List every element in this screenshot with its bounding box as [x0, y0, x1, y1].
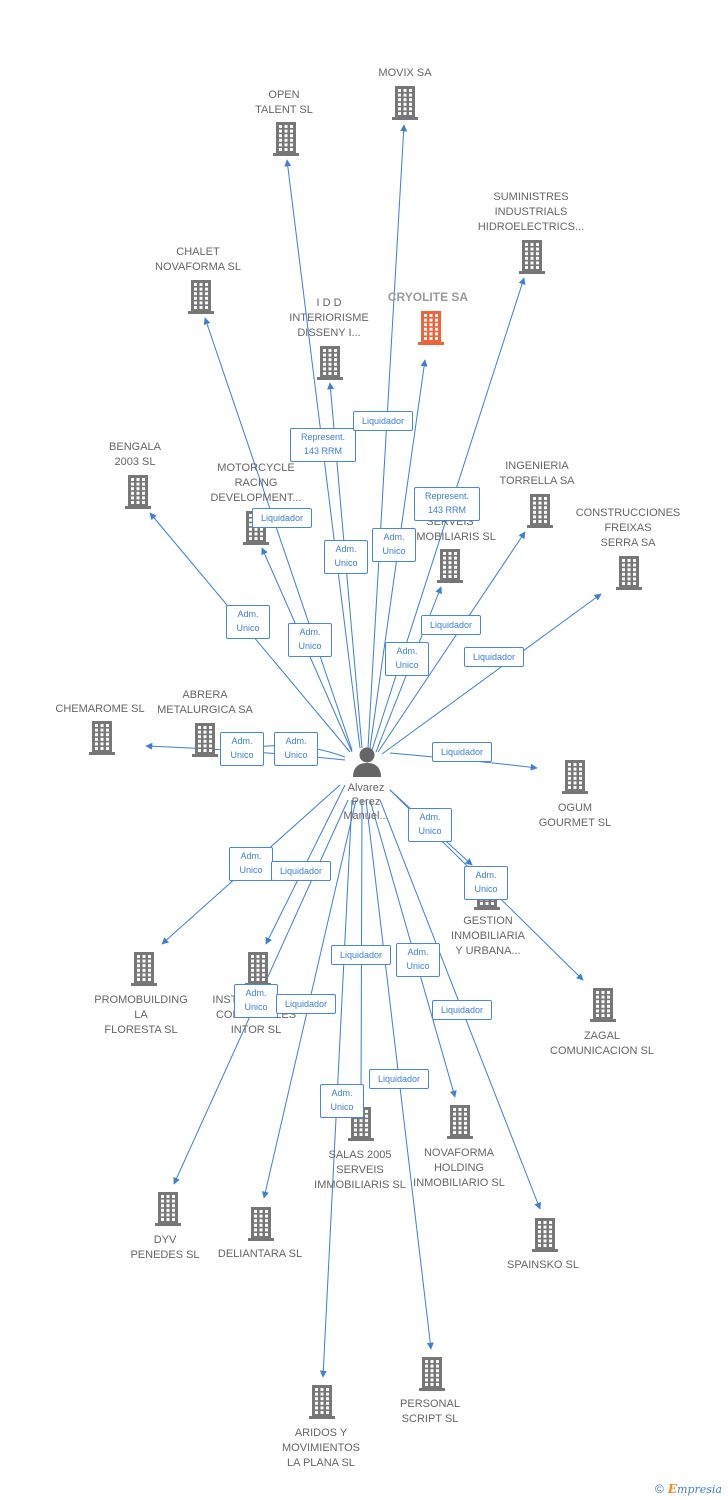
node-label-personal_script[interactable]: PERSONAL SCRIPT SL	[400, 1398, 460, 1425]
building-icon-chalet[interactable]	[188, 280, 214, 314]
node-label-chemarome[interactable]: CHEMAROME SL	[55, 703, 145, 715]
building-icon-construcciones[interactable]	[616, 556, 642, 590]
node-label-spainsko[interactable]: SPAINSKO SL	[507, 1259, 579, 1271]
edge-label-ogum: Liquidador	[432, 742, 492, 762]
node-label-open_talent[interactable]: OPEN TALENT SL	[255, 89, 313, 116]
edge-label-spainsko: Liquidador	[432, 1000, 492, 1020]
edge-label-novaforma: Adm. Unico	[396, 943, 440, 977]
edge-label-open_talent: Adm. Unico	[372, 528, 416, 562]
building-icon-masts[interactable]	[437, 549, 463, 583]
edge-label-cryolite: Liquidador	[353, 411, 413, 431]
edge-label-salas: Liquidador	[331, 945, 391, 965]
building-icon-bengala[interactable]	[125, 475, 151, 509]
building-icon-ingenieria[interactable]	[527, 494, 553, 528]
node-label-construcciones[interactable]: CONSTRUCCIONES FREIXAS SERRA SA	[575, 507, 681, 549]
building-icon-dyv[interactable]	[155, 1192, 181, 1226]
edge-label-dyv: Adm. Unico	[234, 984, 278, 1018]
building-icon-promobuilding[interactable]	[131, 952, 157, 986]
edge-label-bengala: Adm. Unico	[226, 605, 270, 639]
edge-label-movix: Adm. Unico	[324, 540, 368, 574]
node-label-idd[interactable]: I D D INTERIORISME DISSENY I...	[289, 297, 369, 339]
node-label-dyv[interactable]: DYV PENEDES SL	[130, 1234, 200, 1261]
node-label-cryolite[interactable]: CRYOLITE SA	[387, 290, 469, 304]
building-icon-aridos[interactable]	[309, 1385, 335, 1419]
node-label-bengala[interactable]: BENGALA 2003 SL	[109, 441, 161, 468]
node-label-novaforma_holding[interactable]: NOVAFORMA HOLDING INMOBILIARIO SL	[413, 1147, 505, 1189]
building-icon-intor[interactable]	[245, 952, 271, 986]
edge-line-chalet	[203, 317, 353, 751]
building-icon-personal_script[interactable]	[419, 1357, 445, 1391]
edge-label-idd: Represent. 143 RRM	[290, 428, 356, 462]
node-label-gestion[interactable]: GESTION INMOBILIARIA Y URBANA...	[451, 915, 525, 957]
edge-label-ingenieria: Liquidador	[421, 615, 481, 635]
node-label-suministres[interactable]: SUMINISTRES INDUSTRIALS HIDROELECTRICS..…	[477, 191, 585, 233]
edge-label-masts: Adm. Unico	[385, 642, 429, 676]
edge-label-aridos: Adm. Unico	[320, 1084, 364, 1118]
person-name[interactable]: Alvarez Perez Manuel...	[343, 782, 389, 822]
node-label-deliantara[interactable]: DELIANTARA SL	[217, 1248, 303, 1260]
edge-line-construcciones	[381, 593, 602, 755]
node-label-zagal[interactable]: ZAGAL COMUNICACION SL	[550, 1030, 654, 1057]
node-label-ogum[interactable]: OGUM GOURMET SL	[538, 802, 612, 829]
brand-name: mpresia	[677, 1483, 722, 1496]
edge-label-personal_script: Liquidador	[369, 1069, 429, 1089]
person-icon[interactable]	[352, 746, 382, 778]
edge-label-chemarome: Adm. Unico	[220, 732, 264, 766]
edge-label-promobuilding: Adm. Unico	[229, 847, 273, 881]
edge-label-zagal: Adm. Unico	[464, 866, 508, 900]
edge-line-ingenieria	[377, 531, 526, 753]
node-label-aridos[interactable]: ARIDOS Y MOVIMIENTOS LA PLANA SL	[281, 1427, 361, 1469]
building-icon-abrera[interactable]	[192, 723, 218, 757]
node-label-movix[interactable]: MOVIX SA	[378, 67, 432, 79]
building-icon-open_talent[interactable]	[273, 122, 299, 156]
edge-label-abrera: Adm. Unico	[274, 732, 318, 766]
node-label-motorcycle[interactable]: MOTORCYCLE RACING DEVELOPMENT...	[210, 462, 302, 504]
node-label-abrera[interactable]: ABRERA METALURGICA SA	[157, 689, 253, 716]
building-icon-chemarome[interactable]	[89, 721, 115, 755]
building-icon-deliantara[interactable]	[248, 1207, 274, 1241]
node-label-promobuilding[interactable]: PROMOBUILDING LA FLORESTA SL	[94, 994, 188, 1036]
edge-label-intor: Liquidador	[271, 861, 331, 881]
edge-line-movix	[367, 124, 408, 749]
building-icon-cryolite[interactable]	[418, 311, 444, 345]
edge-label-chalet: Adm. Unico	[288, 623, 332, 657]
edge-label-suministres: Represent. 143 RRM	[414, 487, 480, 521]
edge-label-deliantara: Liquidador	[276, 994, 336, 1014]
copyright-symbol: ©	[655, 1482, 664, 1496]
node-label-chalet[interactable]: CHALET NOVAFORMA SL	[155, 246, 241, 273]
building-icon-idd[interactable]	[317, 346, 343, 380]
building-icon-movix[interactable]	[392, 86, 418, 120]
brand-initial: E	[667, 1482, 678, 1496]
edge-label-motorcycle: Liquidador	[252, 508, 312, 528]
footer-brand: ©Empresia	[655, 1482, 722, 1496]
building-icon-ogum[interactable]	[562, 760, 588, 794]
building-icon-suministres[interactable]	[519, 240, 545, 274]
node-label-salas[interactable]: SALAS 2005 SERVEIS IMMOBILIARIS SL	[314, 1149, 406, 1191]
edge-label-gestion: Adm. Unico	[408, 808, 452, 842]
building-icon-spainsko[interactable]	[532, 1218, 558, 1252]
edge-label-construcciones: Liquidador	[464, 647, 524, 667]
building-icon-zagal[interactable]	[590, 988, 616, 1022]
node-label-ingenieria[interactable]: INGENIERIA TORRELLA SA	[499, 460, 575, 487]
building-icon-novaforma_holding[interactable]	[447, 1105, 473, 1139]
